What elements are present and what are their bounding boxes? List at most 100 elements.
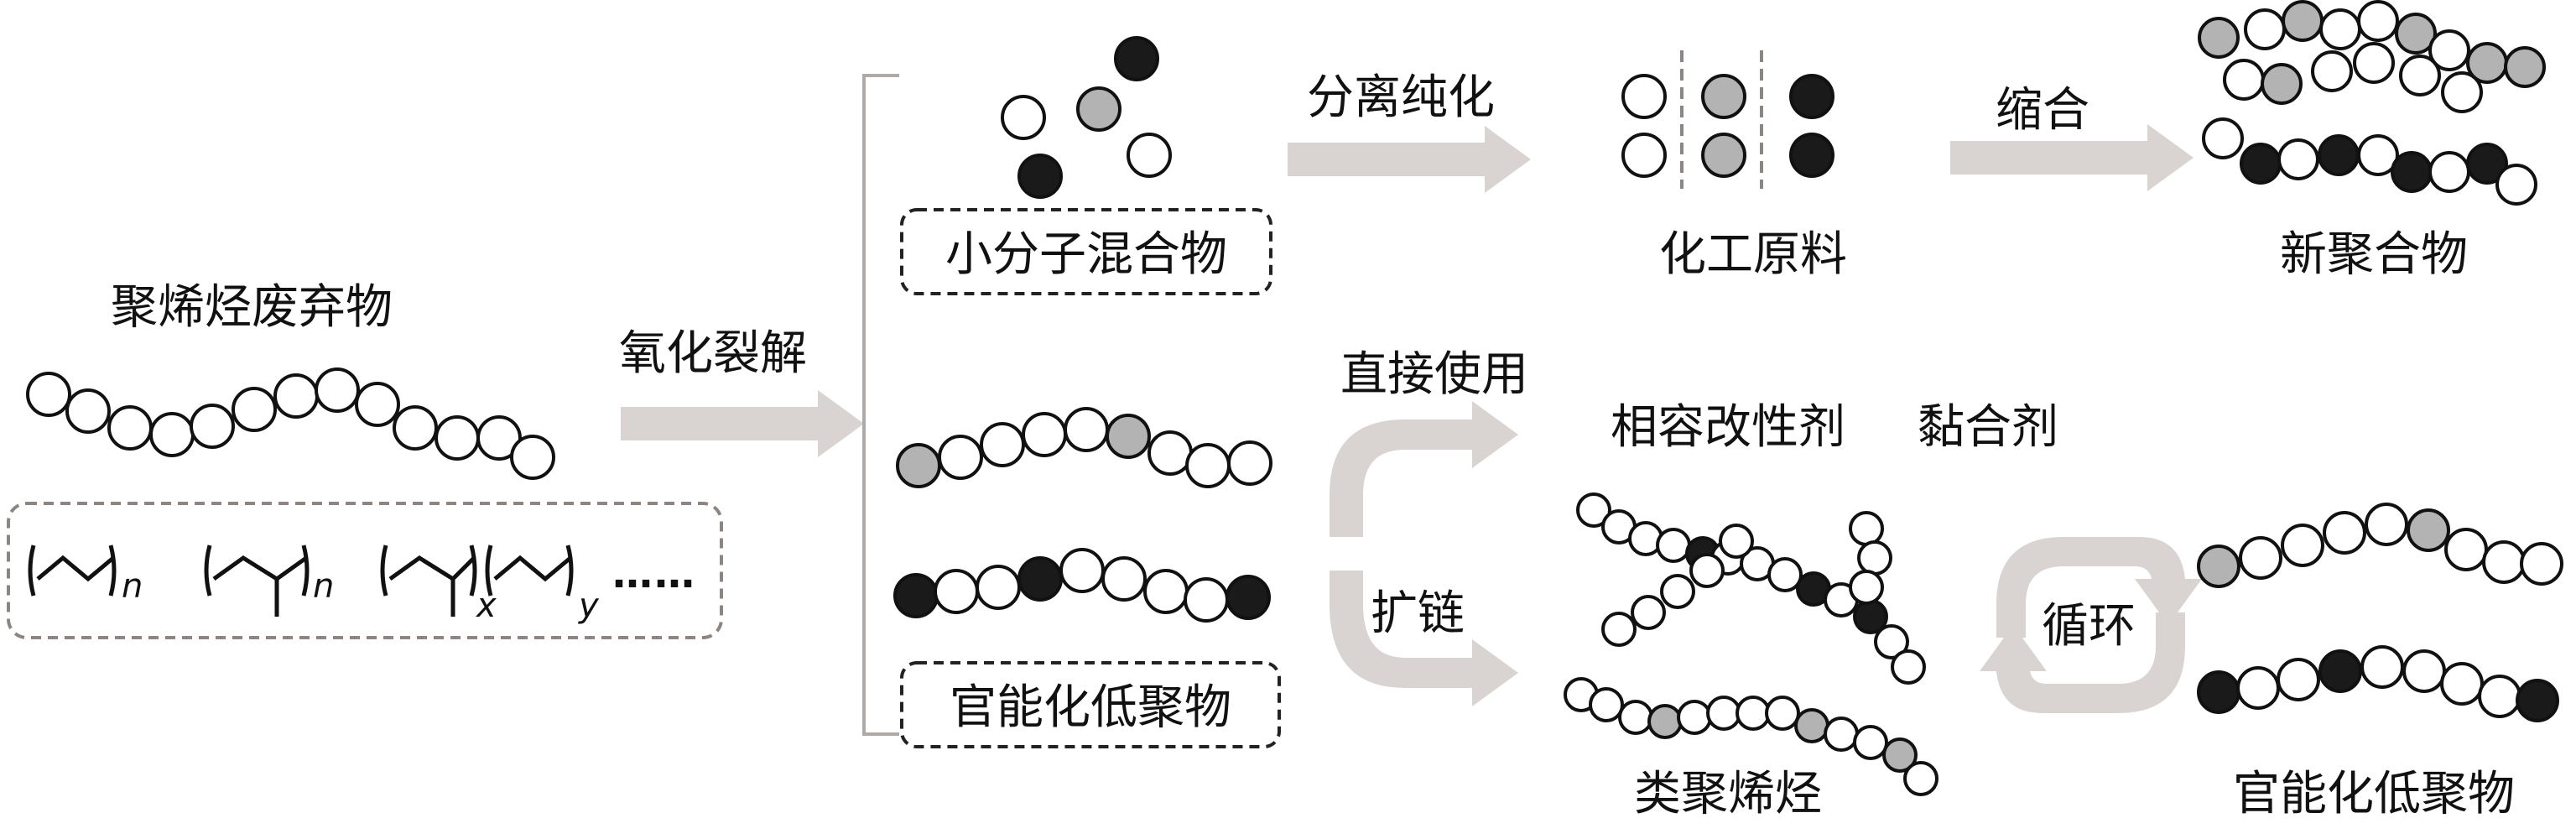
- oligomers-right-bead-17: [2516, 679, 2559, 722]
- network-bead-19: [1631, 595, 1666, 630]
- network-bead-18: [1660, 574, 1695, 609]
- network-bead-3: [1656, 528, 1691, 563]
- network-bead-0: [1576, 492, 1611, 528]
- label-separation-purification: 分离纯化: [1307, 70, 1495, 125]
- new-polymer-bead-15: [2202, 117, 2244, 159]
- network-bead-29: [1794, 708, 1829, 743]
- oligomers-mid-bead-13: [1059, 548, 1105, 593]
- small-molecules-bead-4: [1127, 133, 1172, 178]
- feedstock-beads: [1621, 74, 1834, 178]
- oligomers-mid-bead-4: [1064, 407, 1109, 452]
- small-molecule-cluster: [1001, 36, 1172, 199]
- chain-waste-bead-7: [315, 367, 360, 413]
- new-polymer-bead-6: [2428, 29, 2470, 71]
- network-bead-24: [1647, 704, 1683, 739]
- chain-waste-bead-2: [107, 405, 153, 451]
- oligomers-mid-bead-3: [1022, 412, 1067, 457]
- new-polymer-bead-3: [2319, 8, 2361, 50]
- label-chain-extension: 扩链: [1371, 586, 1465, 641]
- new-polymer-bead-18: [2318, 134, 2360, 176]
- new-polymer-bead-14: [2441, 71, 2483, 113]
- oligomer-chains-right: [2197, 503, 2563, 722]
- network-bead-28: [1765, 696, 1800, 731]
- network-bead-16: [1719, 524, 1754, 559]
- network-bead-33: [1903, 761, 1939, 796]
- network-bead-25: [1677, 700, 1712, 735]
- network-bead-31: [1853, 725, 1888, 760]
- oligomers-mid-bead-9: [893, 573, 939, 618]
- chain-waste-bead-11: [476, 415, 522, 461]
- oligomers-right-bead-14: [2402, 649, 2446, 693]
- feedstock-bead-2: [1789, 74, 1834, 119]
- oligomers-mid-bead-6: [1147, 430, 1193, 476]
- oligomers-mid-bead-8: [1227, 440, 1272, 486]
- new-polymer-bead-9: [2223, 59, 2265, 101]
- arrow-condensation: [1950, 124, 2194, 191]
- chain-waste-bead-10: [435, 415, 480, 461]
- feedstock-bead-1: [1701, 74, 1746, 119]
- chain-waste-bead-8: [355, 382, 400, 427]
- formula-sub-n-1: n: [122, 567, 143, 606]
- polyethylene-formula: [28, 545, 117, 597]
- small-molecules-bead-0: [1114, 36, 1159, 81]
- branch-bracket: [862, 74, 899, 736]
- chain-waste-bead-6: [273, 373, 319, 419]
- oligomers-right-bead-15: [2440, 662, 2484, 706]
- small-molecules-bead-2: [1001, 95, 1046, 140]
- functional-oligomer-box: [900, 661, 1281, 748]
- oligomer-chains-middle: [893, 407, 1272, 623]
- new-polymer-bead-2: [2282, 0, 2324, 42]
- formula-ellipsis: ……: [612, 550, 696, 597]
- network-bead-20: [1601, 612, 1637, 647]
- chain-waste-bead-9: [393, 405, 438, 451]
- oligomers-right-bead-16: [2478, 675, 2521, 718]
- oligomers-right-bead-4: [2365, 503, 2408, 546]
- oligomers-mid-bead-15: [1143, 569, 1189, 614]
- new-polymer-label: 新聚合物: [2280, 227, 2468, 282]
- network-bead-13: [1849, 511, 1884, 546]
- oligomers-right-bead-1: [2239, 536, 2282, 580]
- new-polymer-bead-23: [2495, 164, 2537, 206]
- copolymer-formula: [380, 545, 574, 617]
- polyolefin-like-label: 类聚烯烃: [1634, 767, 1822, 821]
- oligomers-mid-bead-11: [976, 565, 1021, 610]
- oligomers-right-bead-12: [2318, 649, 2362, 693]
- oligomers-right-bead-0: [2197, 545, 2240, 588]
- polyolefin-waste-chain: [26, 367, 555, 480]
- network-bead-30: [1824, 717, 1859, 752]
- small-molecule-box: [900, 208, 1272, 295]
- new-polymer-bead-4: [2357, 0, 2399, 42]
- polyolefin-like-chains: [1564, 492, 1939, 796]
- chain-waste-bead-12: [510, 435, 555, 480]
- functional-oligomer-label: 官能化低聚物: [2233, 767, 2515, 821]
- chemical-feedstock-label: 化工原料: [1659, 227, 1847, 282]
- oligomers-mid-bead-14: [1101, 556, 1147, 602]
- formula-sub-y: y: [578, 586, 600, 625]
- label-direct-use: 直接使用: [1340, 347, 1528, 402]
- new-polymer-bead-1: [2244, 8, 2286, 50]
- new-polymer-bead-16: [2240, 143, 2282, 185]
- oligomers-mid-bead-10: [934, 569, 979, 614]
- arrow-chain-extension: [1330, 571, 1518, 706]
- oligomers-mid-bead-2: [980, 422, 1025, 467]
- new-polymer-bead-0: [2198, 17, 2240, 59]
- new-polymer-bead-17: [2277, 138, 2319, 180]
- feedstock-bead-4: [1701, 133, 1746, 178]
- small-molecule-label: 小分子混合物: [945, 227, 1227, 282]
- oligomers-mid-bead-1: [938, 435, 983, 480]
- new-polymer-bead-13: [2399, 55, 2441, 96]
- small-molecules-bead-3: [1017, 154, 1063, 199]
- network-bead-32: [1882, 737, 1918, 773]
- label-cycle: 循环: [2042, 599, 2136, 654]
- network-bead-15: [1849, 570, 1884, 605]
- network-bead-26: [1706, 696, 1741, 731]
- oligomers-mid-bead-0: [896, 443, 941, 488]
- new-polymer-bead-8: [2504, 46, 2546, 88]
- oligomers-right-bead-10: [2236, 666, 2280, 710]
- arrow-separation: [1288, 126, 1531, 193]
- oligomers-right-bead-11: [2277, 658, 2320, 701]
- functional-oligomer-box-label: 官能化低聚物: [950, 680, 1231, 735]
- new-polymer-bead-20: [2391, 151, 2433, 193]
- oligomers-mid-bead-7: [1185, 443, 1231, 488]
- network-bead-11: [1874, 624, 1909, 659]
